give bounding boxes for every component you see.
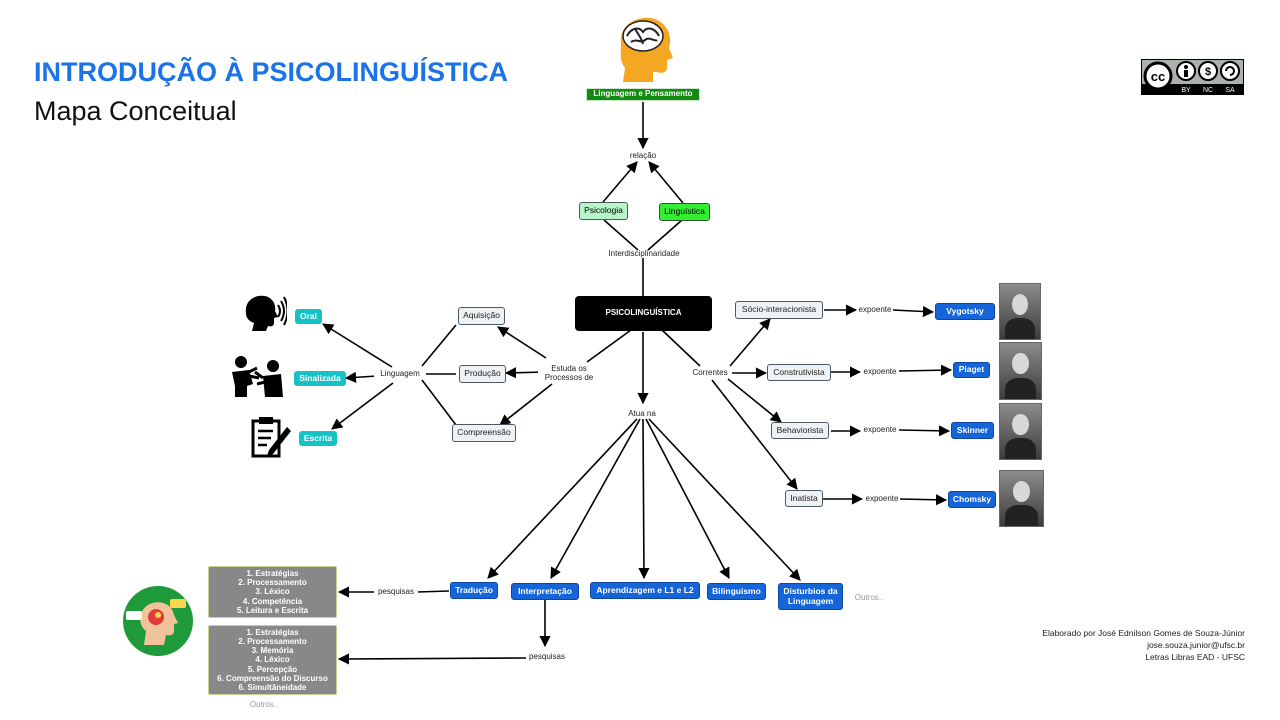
label-expoente-4: expoente (865, 494, 899, 503)
node-linguagem-pensamento: Linguagem e Pensamento (586, 88, 700, 101)
license-nc: NC (1203, 87, 1213, 94)
speaking-person-icon (245, 295, 287, 331)
node-interpretacao: Interpretação (511, 583, 579, 600)
node-piaget: Piaget (953, 362, 990, 378)
disturbios-line-2: Linguagem (787, 595, 834, 606)
node-psicologia: Psicologia (579, 202, 628, 220)
list-item: 3. Léxico (255, 587, 290, 597)
brain-head-icon (620, 17, 673, 82)
node-oral: Oral (295, 309, 322, 324)
node-producao: Produção (459, 365, 506, 383)
label-correntes: Correntes (688, 368, 732, 378)
node-inatista: Inatista (785, 490, 823, 507)
signing-people-icon (232, 356, 283, 397)
credit-institution: Letras Libras EAD - UFSC (1145, 651, 1245, 662)
thinking-head-icon (123, 586, 193, 656)
node-construtivista: Construtivista (767, 364, 831, 381)
label-expoente-1: expoente (858, 305, 892, 314)
vygotsky-photo (999, 283, 1041, 340)
svg-text:$: $ (1205, 66, 1211, 78)
node-escrita: Escrita (299, 431, 337, 446)
license-by: BY (1181, 87, 1191, 94)
list-item: 5. Percepção (247, 664, 298, 674)
node-psicolinguistica: PSICOLINGUÍSTICA (575, 296, 712, 331)
disturbios-line-1: Disturbios da (783, 586, 838, 597)
label-linguagem: Linguagem (374, 369, 426, 379)
node-sinalizada: Sinalizada (294, 371, 346, 386)
node-chomsky: Chomsky (948, 491, 996, 508)
label-atua-na: Atua na (622, 409, 662, 419)
node-aquisicao: Aquisição (458, 307, 505, 325)
label-pesquisas-2: pesquisas (526, 652, 568, 662)
page-subtitle: Mapa Conceitual (34, 96, 237, 126)
node-bilinguismo: Bilinguismo (707, 583, 766, 600)
license-sa: SA (1225, 87, 1235, 94)
label-pesquisas-1: pesquisas (374, 587, 418, 597)
label-outros-left: Outros.. (249, 700, 279, 709)
skinner-photo (999, 403, 1042, 460)
node-disturbios: Disturbios da Linguagem (778, 583, 843, 610)
label-expoente-2: expoente (863, 367, 897, 376)
list-item: 1. Estratégias (246, 569, 299, 579)
list-traducao: 1. Estratégias 2. Processamento 3. Léxic… (208, 566, 337, 618)
node-vygotsky: Vygotsky (935, 303, 995, 320)
list-item: 2. Processamento (238, 637, 307, 647)
svg-text:cc: cc (1151, 69, 1165, 84)
writing-icon (251, 417, 291, 458)
label-outros-right: Outros.. (854, 593, 884, 602)
node-compreensao: Compreensão (452, 424, 516, 442)
page-title: INTRODUÇÃO À PSICOLINGUÍSTICA (34, 57, 509, 87)
list-item: 6. Compreensão do Discurso (217, 673, 328, 683)
list-item: 1. Estratégias (246, 627, 299, 637)
credit-email: jose.souza.junior@ufsc.br (1147, 639, 1245, 650)
credits-block: Elaborado por José Ednilson Gomes de Sou… (1042, 628, 1245, 664)
piaget-photo (999, 342, 1042, 400)
list-item: 6. Simultâneidade (238, 682, 307, 692)
label-estuda-2: Processos de (544, 373, 594, 383)
node-traducao: Tradução (450, 582, 498, 599)
node-socio-interacionista: Sócio-interacionista (735, 301, 823, 319)
list-item: 4. Léxico (255, 655, 290, 665)
label-estuda-1: Estuda os (551, 364, 587, 373)
label-interdisciplinaridade: Interdisciplinaridade (608, 249, 680, 258)
list-item: 3. Memória (251, 646, 294, 656)
node-aprendizagem: Aprendizagem e L1 e L2 (590, 582, 700, 599)
label-relacao: relação (629, 151, 657, 160)
label-expoente-3: expoente (863, 425, 897, 434)
cc-by-nc-sa-icon: cc $ BY NC SA (1141, 59, 1244, 95)
node-behaviorista: Behaviorista (771, 422, 829, 439)
list-interpretacao: 1. Estratégias 2. Processamento 3. Memór… (208, 625, 337, 695)
chomsky-photo (999, 470, 1044, 527)
list-item: 4. Competência (242, 596, 303, 606)
list-item: 2. Processamento (238, 578, 307, 588)
node-linguistica: Linguística (659, 203, 710, 221)
node-skinner: Skinner (951, 422, 994, 439)
credit-author: Elaborado por José Ednilson Gomes de Sou… (1042, 628, 1245, 638)
list-item: 5. Leitura e Escrita (236, 605, 309, 615)
